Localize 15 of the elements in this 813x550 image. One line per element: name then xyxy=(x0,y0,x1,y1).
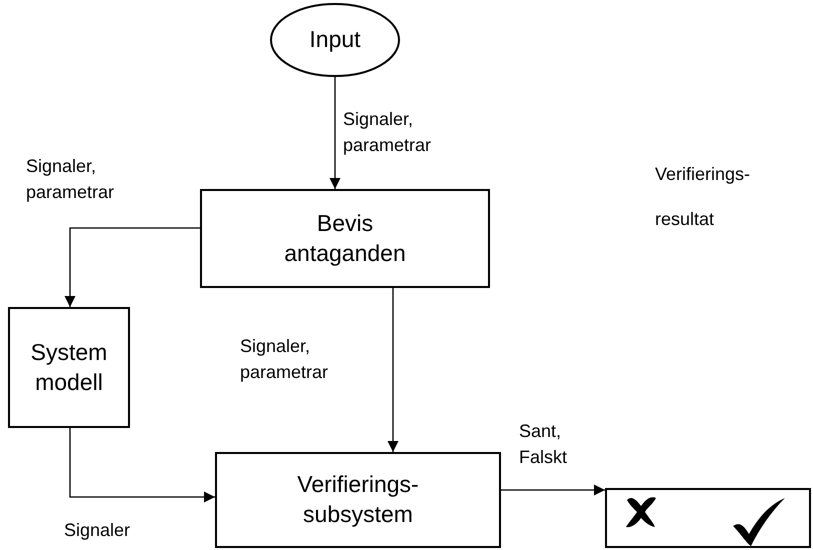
process-box xyxy=(215,452,501,548)
arrow xyxy=(69,428,215,502)
arrow xyxy=(330,77,340,189)
input-ellipse xyxy=(270,3,400,77)
process-box xyxy=(200,189,490,288)
arrow xyxy=(64,227,200,307)
node-label: System modell xyxy=(30,338,108,396)
result-box xyxy=(605,488,811,548)
node-label: Input xyxy=(309,25,361,54)
arrow xyxy=(388,288,398,452)
node-label: Bevis antaganden xyxy=(283,208,407,268)
result-heading: Verifierings- resultat xyxy=(655,163,752,231)
arrow xyxy=(501,484,605,496)
node-label: Verifierings- subsystem xyxy=(296,470,420,529)
process-box xyxy=(8,307,130,428)
